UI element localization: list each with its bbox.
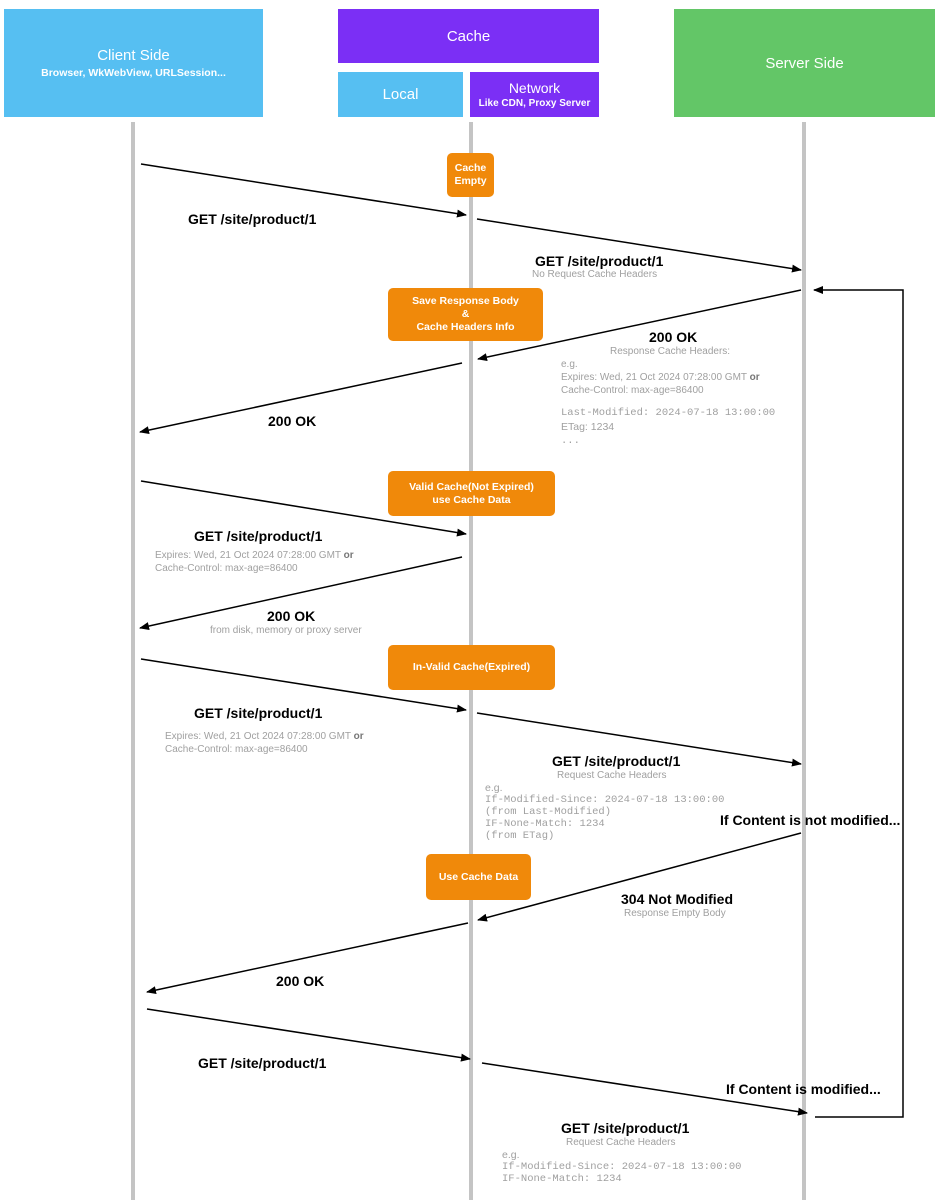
network-cache-subtitle: Like CDN, Proxy Server [478,98,591,109]
cache-control-value: Cache-Control: max-age=86400 [561,385,704,396]
label-modified-condition: If Content is modified... [726,1081,881,1097]
ellipsis: ... [561,435,580,447]
arrow-cache-to-client-3 [146,922,469,995]
arrow-cache-to-client-2 [139,556,463,630]
sublabel-from-disk: from disk, memory or proxy server [210,625,362,636]
get4-headers: Expires: Wed, 21 Oct 2024 07:28:00 GMT o… [165,730,364,756]
get5-inm-source: (from ETag) [485,830,555,842]
or-label: or [749,372,760,383]
get4-expires: Expires: Wed, 21 Oct 2024 07:28:00 GMT [165,731,351,742]
label-get-3: GET /site/product/1 [194,528,323,544]
etag-value: ETag: 1234 [561,421,615,433]
note-cache-empty-line2: Empty [454,175,487,187]
server-side-header: Server Side [674,9,935,117]
label-200-ok-client-1: 200 OK [268,413,317,429]
example-validators: Last-Modified: 2024-07-18 13:00:00 ETag:… [561,407,775,447]
loop-back-arrow [813,286,904,1118]
eg-label: e.g. [561,359,578,370]
example-response-headers: e.g. Expires: Wed, 21 Oct 2024 07:28:00 … [561,358,760,397]
label-200-ok-server: 200 OK [649,329,698,345]
get7-if-none-match: IF-None-Match: 1234 [502,1173,622,1185]
get5-if-none-match: IF-None-Match: 1234 [485,818,605,830]
get7-eg: e.g. [502,1149,520,1161]
note-use-cache-line: Use Cache Data [438,870,519,883]
arrow-cache-to-server-1 [476,218,802,273]
local-cache-title: Local [382,86,419,103]
last-modified-value: Last-Modified: 2024-07-18 13:00:00 [561,407,776,419]
expires-value: Expires: Wed, 21 Oct 2024 07:28:00 GMT [561,372,747,383]
label-304-not-modified: 304 Not Modified [621,891,734,907]
note-valid-line1: Valid Cache(Not Expired) [409,480,534,493]
server-lifeline [802,122,806,1200]
note-invalid-cache: In-Valid Cache(Expired) [388,645,555,690]
local-cache-header: Local [338,72,463,117]
client-side-header: Client Side Browser, WkWebView, URLSessi… [4,9,263,117]
sublabel-empty-body: Response Empty Body [624,908,726,919]
label-get-4: GET /site/product/1 [194,705,323,721]
label-200-ok-client-2: 200 OK [267,608,316,624]
get4-cache-control: Cache-Control: max-age=86400 [165,744,308,755]
arrow-cache-to-client-1 [139,362,463,435]
note-save-line2: & [461,308,470,320]
note-valid-line2: use Cache Data [432,493,511,506]
arrow-client-to-cache-4 [146,1008,471,1062]
network-cache-title: Network [508,80,561,96]
get5-headers: e.g. If-Modified-Since: 2024-07-18 13:00… [485,782,724,842]
get3-expires: Expires: Wed, 21 Oct 2024 07:28:00 GMT [155,550,341,561]
label-get-7: GET /site/product/1 [561,1120,690,1136]
arrow-cache-to-server-2 [476,712,802,767]
arrow-server-to-cache-2 [477,832,802,922]
sublabel-request-cache-headers-1: Request Cache Headers [557,770,667,781]
network-cache-header: Network Like CDN, Proxy Server [470,72,599,117]
get7-if-modified-since: If-Modified-Since: 2024-07-18 13:00:00 [502,1161,742,1173]
note-cache-empty: Cache Empty [447,153,494,197]
note-valid-cache: Valid Cache(Not Expired) use Cache Data [388,471,555,516]
arrow-client-to-cache-1 [140,163,467,218]
note-invalid-line: In-Valid Cache(Expired) [412,661,531,673]
client-side-title: Client Side [97,47,170,64]
get3-cache-control: Cache-Control: max-age=86400 [155,563,298,574]
sublabel-no-cache-headers: No Request Cache Headers [532,269,658,280]
get3-expires-line: Expires: Wed, 21 Oct 2024 07:28:00 GMT o… [155,549,354,562]
sublabel-response-cache-headers: Response Cache Headers: [610,346,731,357]
label-get-1: GET /site/product/1 [188,211,317,227]
client-lifeline [131,122,135,1200]
label-get-6: GET /site/product/1 [198,1055,327,1071]
label-get-5: GET /site/product/1 [552,753,681,769]
cache-header: Cache [338,9,599,63]
label-not-modified-condition: If Content is not modified... [720,812,901,828]
get5-if-modified-since: If-Modified-Since: 2024-07-18 13:00:00 [485,794,725,806]
label-200-ok-client-3: 200 OK [276,973,325,989]
arrow-client-to-cache-2 [140,480,467,537]
note-use-cache: Use Cache Data [426,854,531,900]
get7-headers: e.g. If-Modified-Since: 2024-07-18 13:00… [502,1149,741,1185]
arrow-cache-to-server-3 [481,1062,808,1116]
get5-eg: e.g. [485,782,503,794]
arrow-server-to-cache-1 [477,289,802,362]
arrow-client-to-cache-3 [140,658,467,713]
expires-line: Expires: Wed, 21 Oct 2024 07:28:00 GMT o… [561,371,760,384]
get5-ims-source: (from Last-Modified) [485,806,612,818]
note-save-response: Save Response Body & Cache Headers Info [388,288,543,341]
client-side-subtitle: Browser, WkWebView, URLSession... [41,67,226,79]
note-cache-empty-line1: Cache [454,162,487,174]
note-save-line3: Cache Headers Info [416,321,515,333]
note-save-line1: Save Response Body [412,295,519,307]
label-get-2: GET /site/product/1 [535,253,664,269]
sublabel-request-cache-headers-2: Request Cache Headers [566,1137,676,1148]
server-side-title: Server Side [765,54,844,72]
get4-expires-line: Expires: Wed, 21 Oct 2024 07:28:00 GMT o… [165,730,364,743]
cache-title: Cache [446,27,491,45]
get4-or: or [353,731,364,742]
get3-or: or [343,550,354,561]
get3-headers: Expires: Wed, 21 Oct 2024 07:28:00 GMT o… [155,549,354,575]
